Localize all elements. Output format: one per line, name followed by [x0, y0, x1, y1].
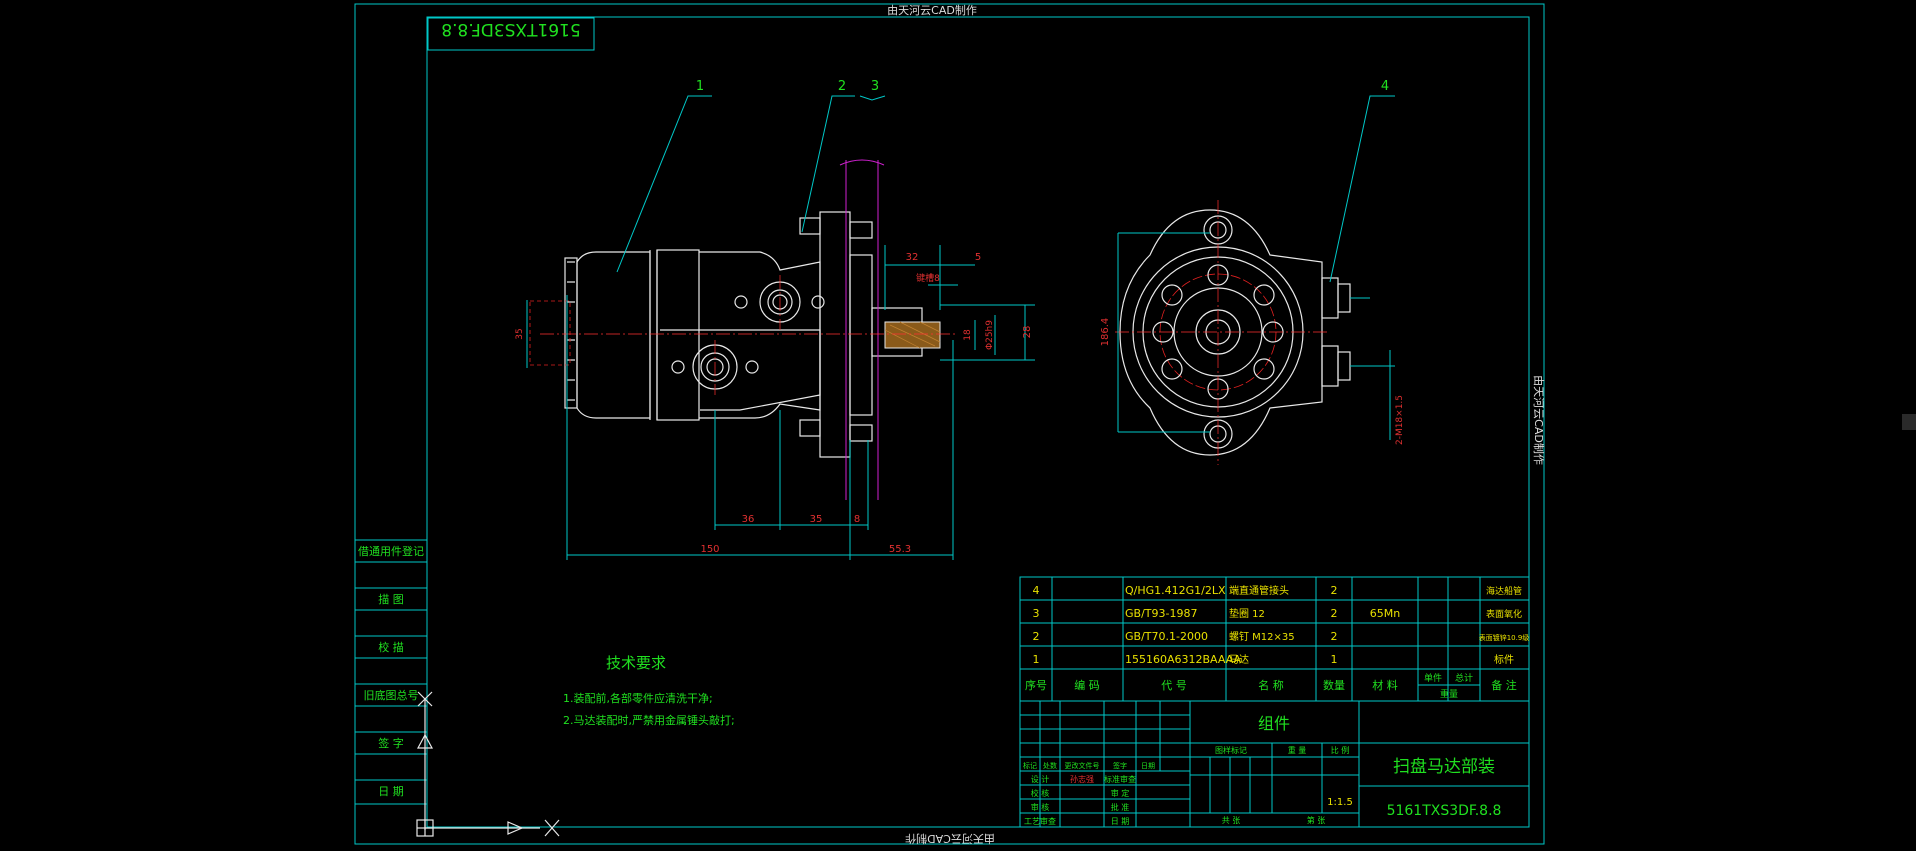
inner-frame [426, 16, 1530, 828]
parts-header-std: 代 号 [1161, 679, 1187, 692]
parts-header-code: 编 码 [1074, 678, 1100, 692]
role-std-review: 标准审查 [1104, 774, 1136, 784]
part-4-name: 端直通管接头 [1229, 584, 1289, 597]
role-process: 工艺审查 [1024, 816, 1056, 826]
balloon-1: 1 [696, 79, 704, 94]
part-2-qty: 2 [1331, 630, 1338, 643]
watermark-right: 由天河云CAD制作 [1532, 375, 1546, 465]
rev-sign: 签字 [1113, 761, 1127, 770]
title-sheets: 共 张 [1222, 816, 1241, 825]
part-3-qty: 2 [1331, 607, 1338, 620]
title-scale-value: 1:1.5 [1327, 797, 1353, 808]
stamp-label-5: 签 字 [378, 736, 404, 750]
rev-count: 处数 [1043, 761, 1057, 770]
front-view [526, 159, 1035, 560]
dim-35-left: 35 [515, 328, 525, 339]
dim-keyway: 键槽8 [916, 272, 940, 284]
tech-req-line-1: 1.装配前,各部零件应清洗干净; [563, 691, 713, 705]
part-1-name: 马达 [1229, 654, 1249, 666]
parts-header-note: 备 注 [1491, 678, 1517, 692]
dim-18: 18 [963, 329, 973, 341]
part-2-no: 2 [1033, 630, 1040, 643]
stamp-label-3: 校 描 [378, 640, 404, 654]
drawing-code-box [427, 17, 595, 51]
part-3-std: GB/T93-1987 [1125, 607, 1197, 620]
part-3-no: 3 [1033, 607, 1040, 620]
part-1-no: 1 [1033, 653, 1040, 666]
part-3-name: 垫圈 12 [1229, 607, 1265, 620]
parts-header-unit: 单件 [1424, 672, 1442, 684]
dim-32: 32 [906, 252, 919, 263]
title-stage-label: 图样标记 [1215, 745, 1247, 755]
role-design: 设 计 [1031, 774, 1050, 784]
dim-186-4: 186.4 [1100, 318, 1111, 347]
rev-mark: 标记 [1023, 761, 1037, 770]
left-stamp-grid [354, 539, 428, 805]
part-2-std: GB/T70.1-2000 [1125, 630, 1208, 643]
designer-name: 孙志强 [1070, 774, 1094, 784]
stamp-label-6: 日 期 [378, 785, 404, 798]
tech-req-title: 技术要求 [606, 654, 666, 672]
balloon-3: 3 [871, 79, 879, 94]
part-4-note: 海达船管 [1486, 585, 1522, 597]
part-4-qty: 2 [1331, 584, 1338, 597]
role-approve: 审 定 [1111, 788, 1130, 798]
orientation-markers [416, 691, 560, 837]
part-4-std: Q/HG1.412G1/2LX [1125, 584, 1226, 597]
part-4-no: 4 [1033, 584, 1040, 597]
part-3-mat: 65Mn [1370, 607, 1400, 620]
parts-header-mat: 材 料 [1372, 678, 1398, 692]
dim-8: 8 [854, 514, 860, 525]
title-drawing-no: 5161TXS3DF.8.8 [1387, 803, 1502, 819]
dim-150: 150 [700, 544, 719, 555]
outer-frame [354, 3, 1545, 845]
part-2-name: 螺钉 M12×35 [1229, 631, 1295, 643]
dim-28: 28 [1022, 326, 1033, 339]
part-1-note: 标件 [1494, 654, 1514, 666]
title-drawing-name: 扫盘马达部装 [1393, 757, 1495, 777]
title-block-grid [1019, 700, 1530, 828]
rev-date: 日期 [1141, 762, 1155, 770]
part-1-qty: 1 [1331, 653, 1338, 666]
part-3-note: 表面氧化 [1486, 608, 1522, 620]
watermark-bottom: 由天河云CAD制作 [905, 832, 995, 846]
leaders [616, 95, 1395, 283]
drawing-code-stamp: 5161TXS3DF.8.8 [441, 19, 580, 39]
part-1-std: 155160A6312BAAAA [1125, 653, 1242, 666]
scrollbar-thumb[interactable] [1902, 414, 1916, 430]
dim-port-thread: 2-M18×1.5 [1395, 395, 1405, 445]
rev-doc: 更改文件号 [1065, 761, 1100, 770]
balloon-4: 4 [1381, 79, 1389, 94]
stamp-label-4: 旧底图总号 [364, 688, 419, 702]
role-check: 校 核 [1031, 788, 1050, 798]
tech-req-line-2: 2.马达装配时,严禁用金属锤头敲打; [563, 713, 735, 727]
parts-header-weight: 重量 [1440, 688, 1458, 700]
parts-header-total: 总计 [1455, 672, 1473, 684]
title-category: 组件 [1258, 714, 1290, 733]
role-review: 审 核 [1031, 802, 1050, 812]
parts-header-qty: 数量 [1323, 679, 1345, 692]
watermark-top: 由天河云CAD制作 [887, 3, 977, 17]
side-view [1115, 200, 1395, 465]
dim-35: 35 [810, 514, 823, 525]
title-scale-label: 比 例 [1331, 745, 1350, 755]
parts-header-name: 名 称 [1258, 678, 1284, 692]
dim-shaft-dia: Φ25h9 [985, 320, 995, 350]
dim-55-3: 55.3 [889, 544, 911, 555]
dim-36: 36 [742, 514, 755, 525]
stamp-label-1: 借通用件登记 [358, 544, 424, 558]
vertical-scrollbar[interactable] [1902, 0, 1916, 847]
parts-header-no: 序号 [1025, 678, 1047, 692]
part-2-note: 表面镀锌10.9级 [1479, 633, 1530, 642]
parts-list-grid [1019, 576, 1530, 702]
role-date: 日 期 [1111, 817, 1130, 826]
title-weight-label: 重 量 [1288, 745, 1307, 755]
balloon-2: 2 [838, 79, 846, 94]
stamp-label-2: 描 图 [378, 592, 404, 606]
dim-5: 5 [975, 252, 981, 263]
title-sheet: 第 张 [1307, 815, 1326, 825]
role-authorize: 批 准 [1111, 802, 1130, 812]
